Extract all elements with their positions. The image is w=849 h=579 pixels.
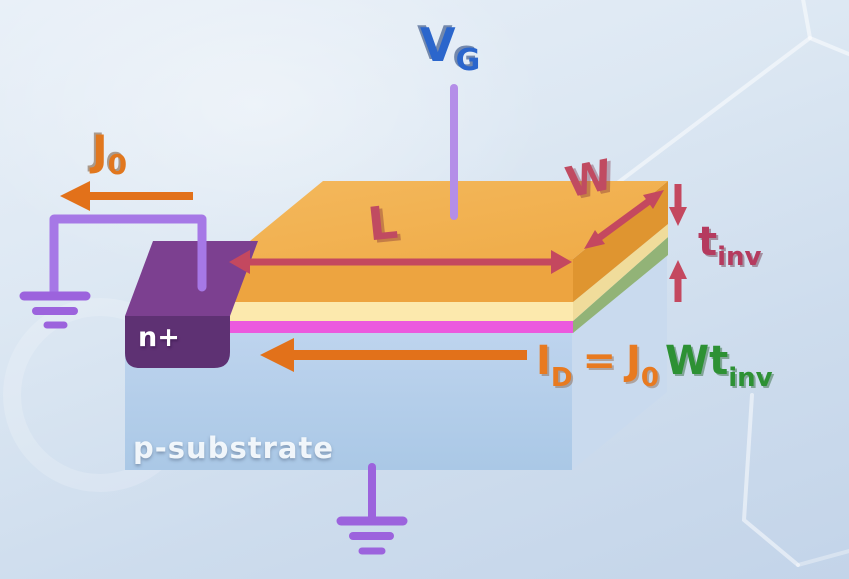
current-density-label: J0 [92, 130, 127, 179]
gate-stack [228, 181, 668, 333]
source-region-label: n+ [138, 322, 180, 353]
current-density-arrow [60, 181, 193, 211]
gate-slab [228, 181, 668, 302]
equation-j-base: J [626, 338, 641, 384]
gate-voltage-subscript: G [455, 43, 481, 78]
channel-width-label: W [561, 149, 617, 208]
drain-current-arrow [260, 338, 527, 372]
substrate-ground-icon [336, 463, 408, 555]
equation-j-subscript: 0 [640, 363, 659, 393]
current-density-subscript: 0 [107, 148, 128, 181]
equation-current-base: I [536, 338, 551, 384]
equation-thickness-subscript: inv [728, 363, 773, 393]
equation-width-term: W [664, 338, 710, 384]
inversion-layer-edge [573, 237, 668, 333]
ground-icon [19, 291, 91, 329]
equation-current-subscript: D [550, 363, 573, 393]
oxide-layer [228, 302, 573, 321]
inversion-thickness-arrows [669, 184, 687, 302]
channel-length-arrow [229, 250, 572, 274]
source-wire [49, 214, 207, 298]
substrate-label: p-substrate [133, 431, 334, 465]
gate-voltage-label: VG [420, 22, 480, 76]
inversion-thickness-base: t [698, 219, 718, 265]
channel-layer [228, 321, 573, 333]
channel-width-arrow [584, 190, 664, 249]
inversion-thickness-subscript: inv [717, 242, 762, 272]
current-density-base: J [92, 126, 108, 175]
equation-thickness-base: t [709, 338, 729, 384]
channel-length-label: L [365, 194, 401, 252]
oxide-layer-side [573, 224, 668, 321]
n-plus-region [125, 241, 258, 368]
gate-voltage-base: V [420, 18, 456, 72]
inversion-thickness-label: tinv [698, 222, 762, 270]
equation-equals: = [582, 338, 616, 384]
